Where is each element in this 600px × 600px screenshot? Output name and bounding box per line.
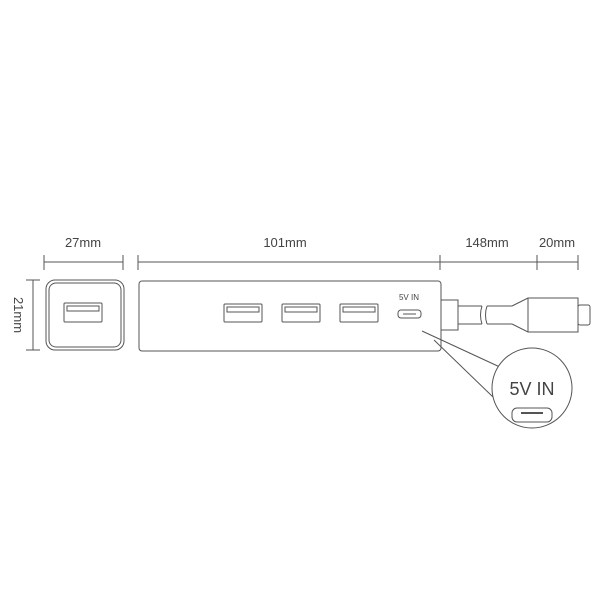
side-width-label: 27mm bbox=[65, 235, 101, 250]
micro-usb-port-icon bbox=[511, 407, 553, 423]
side-view bbox=[45, 279, 125, 351]
connector-length-label: 20mm bbox=[539, 235, 575, 250]
callout-magnifier bbox=[421, 330, 573, 429]
body-length-label: 101mm bbox=[263, 235, 306, 250]
hub-body bbox=[138, 280, 442, 352]
port-label: 5V IN bbox=[399, 293, 419, 302]
cable bbox=[440, 297, 591, 333]
usb-port-icon bbox=[223, 303, 263, 323]
dimension-line-cable-length bbox=[536, 255, 579, 270]
micro-usb-port-icon bbox=[397, 309, 422, 319]
usb-port-icon bbox=[339, 303, 379, 323]
callout-label: 5V IN bbox=[509, 379, 554, 399]
dimension-line-height bbox=[26, 279, 40, 351]
usb-port-icon bbox=[281, 303, 321, 323]
cable-length-label: 148mm bbox=[465, 235, 508, 250]
usb-port-icon bbox=[63, 302, 103, 323]
height-label: 21mm bbox=[11, 297, 26, 333]
dimension-line-body-length bbox=[137, 255, 537, 270]
dimension-line-side-width bbox=[43, 255, 124, 270]
